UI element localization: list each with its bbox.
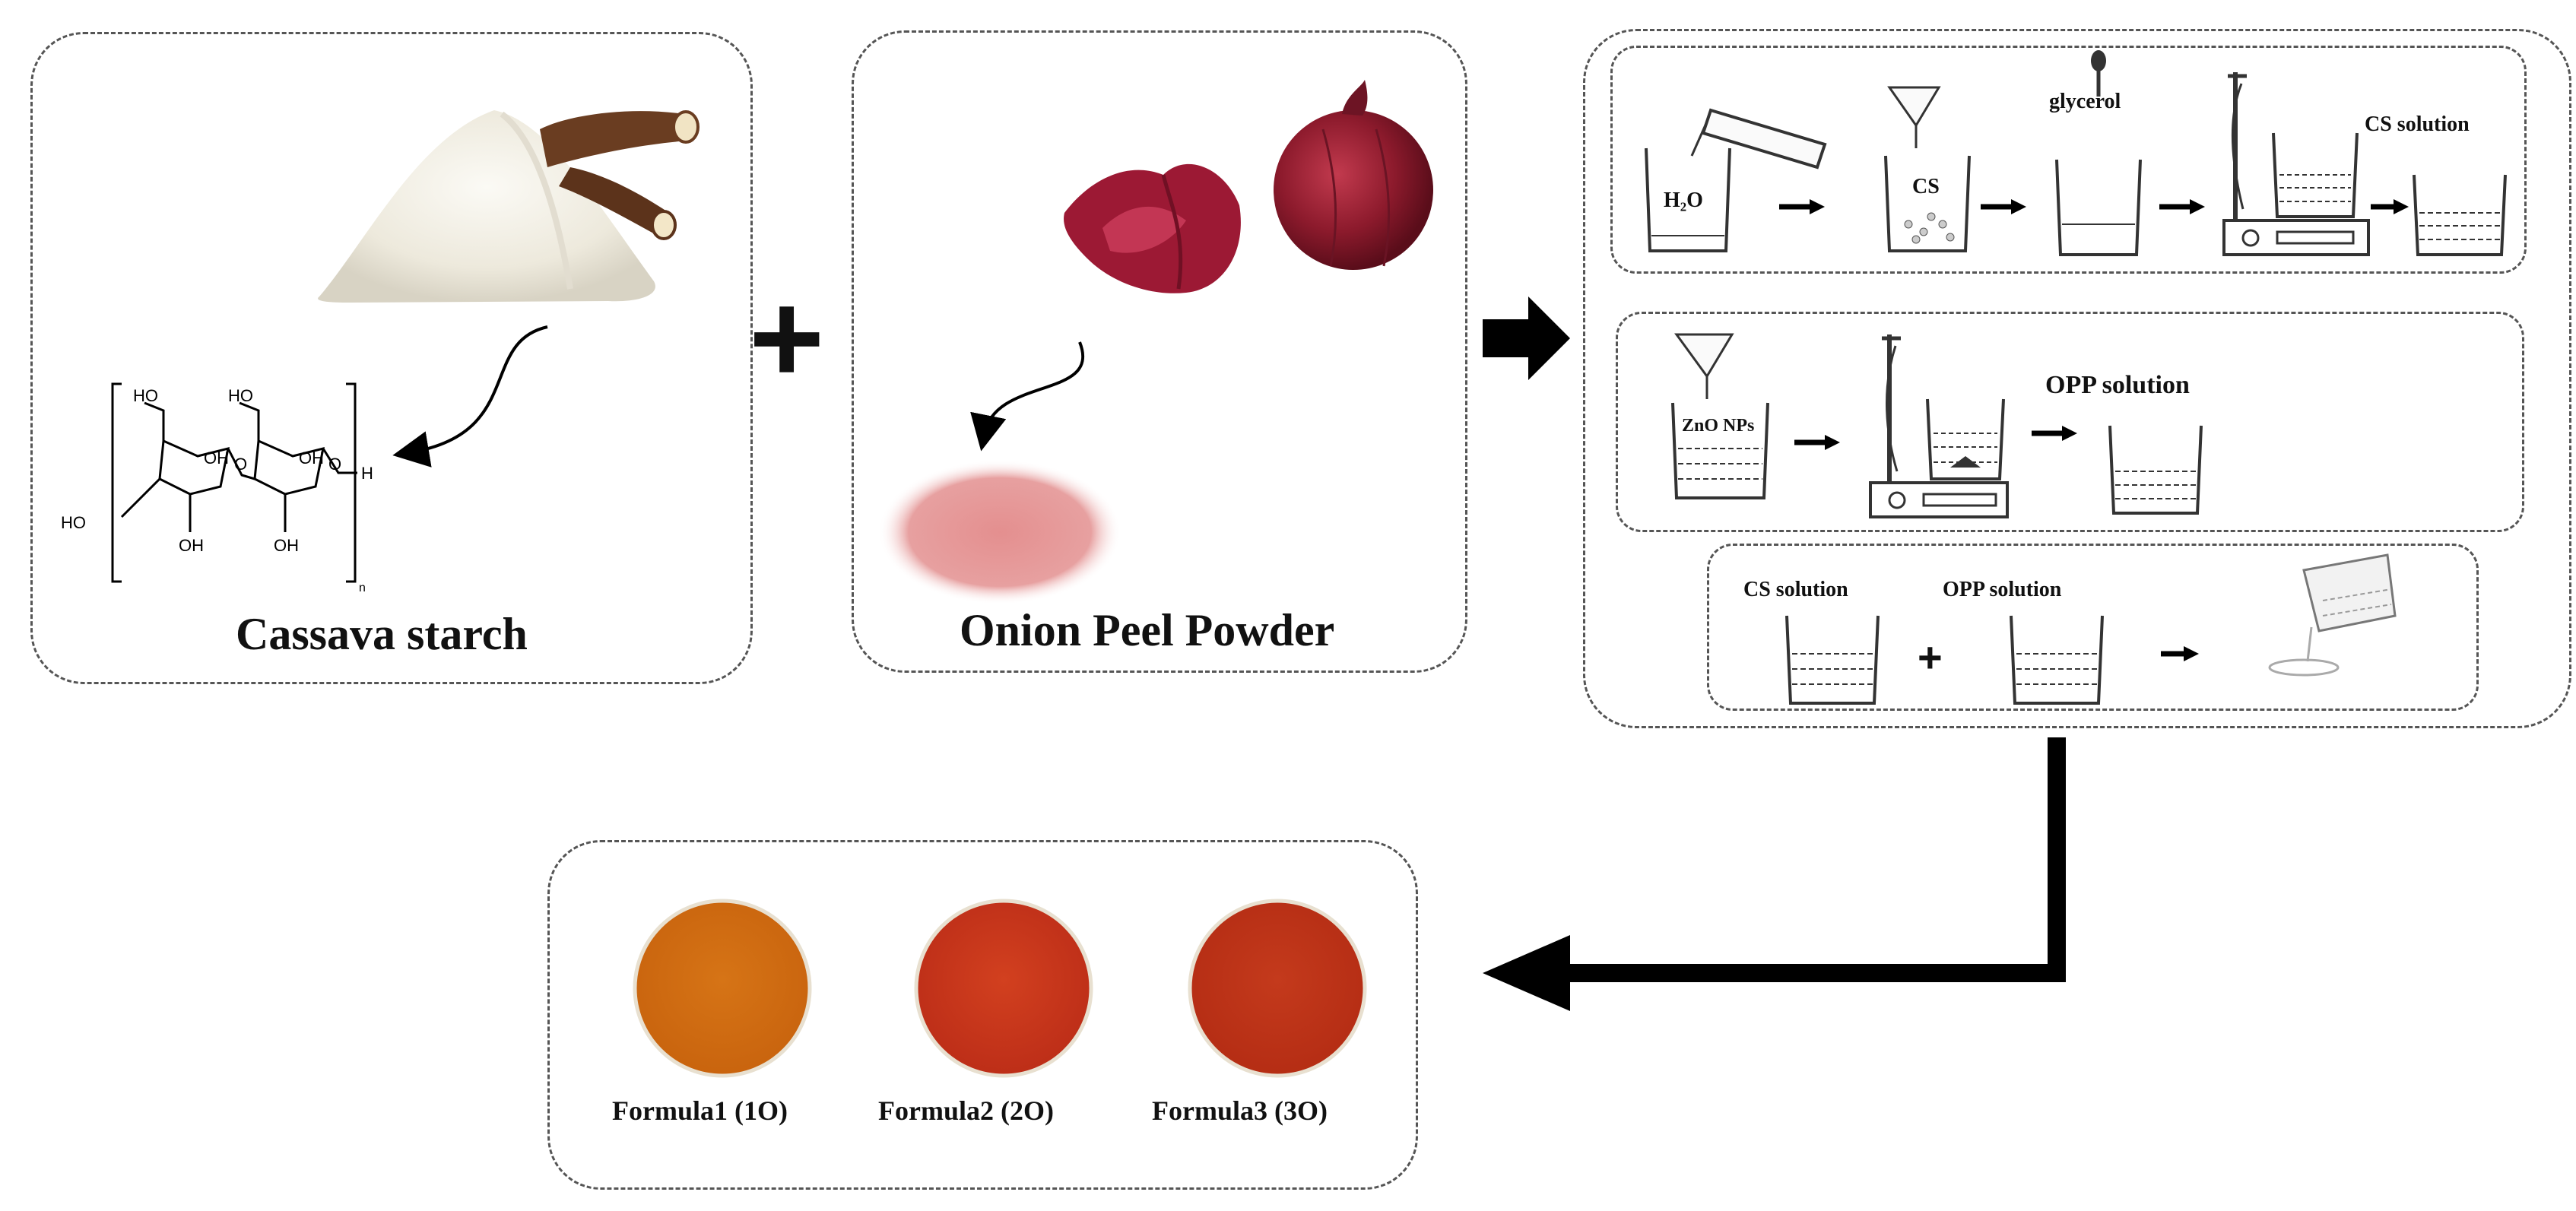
results-panel: [547, 840, 1418, 1190]
water-label: H₂O: [1664, 189, 1703, 212]
label-h: H: [361, 464, 373, 483]
label-ho-top-right: HO: [228, 386, 253, 405]
cassava-root-image: [540, 110, 700, 240]
formula2-label: Formula2 (2O): [878, 1095, 1054, 1126]
label-o-ring: O: [328, 455, 341, 474]
formula3-film: [1188, 899, 1367, 1078]
process-row-3: [1707, 544, 2479, 711]
onion-panel: [852, 30, 1467, 673]
right-arrow-to-process: [1483, 296, 1570, 380]
label-subscript-n: n: [359, 582, 366, 594]
label-oh-2: OH: [299, 449, 324, 468]
formula1-label: Formula1 (1O): [612, 1095, 788, 1126]
opp-solution-label-r2: OPP solution: [2045, 371, 2190, 399]
label-ho-left: HO: [61, 513, 86, 532]
stirrer-setup-2: [1869, 334, 2009, 518]
plus-sign: +: [749, 266, 825, 411]
beaker-glycerol: [2055, 159, 2142, 256]
onion-peel-powder-image: [878, 460, 1121, 604]
cs-label: CS: [1912, 175, 1940, 198]
dropper-glycerol: [2091, 50, 2106, 97]
curved-arrow-cassava: [392, 325, 548, 468]
stirrer-setup-1: [2222, 72, 2370, 256]
funnel-zno: [1674, 333, 1734, 399]
cs-solution-label-r3: CS solution: [1743, 578, 1848, 601]
label-oh-1: OH: [204, 449, 229, 468]
label-oh-4: OH: [274, 536, 299, 555]
arrow-to-results: [1483, 737, 2066, 1011]
beaker-cs-solution-r3: [1785, 615, 1880, 705]
cassava-panel: [30, 32, 753, 684]
label-oh-3: OH: [179, 536, 204, 555]
opp-solution-label-r3: OPP solution: [1943, 578, 2062, 601]
red-onion-image: [1274, 80, 1433, 270]
beaker-opp-solution-r3: [2010, 615, 2104, 705]
formula2-film: [914, 899, 1093, 1078]
funnel-cs: [1887, 86, 1941, 148]
plus-sign-row3: +: [1918, 633, 1943, 681]
label-o-link: O: [234, 455, 247, 474]
beaker-cs-solution-r1: [2413, 174, 2507, 256]
glycerol-label: glycerol: [2049, 90, 2121, 113]
arrow-r2-2: [2032, 426, 2077, 441]
arrow-r3-1: [2161, 646, 2199, 661]
cassava-starch-powder-image: [318, 110, 655, 303]
zno-label: ZnO NPs: [1682, 416, 1755, 436]
process-panel: [1583, 29, 2571, 728]
formula1-film: [633, 899, 812, 1078]
pouring-into-petri-dish: [2268, 553, 2397, 677]
beaker-zno: [1671, 402, 1769, 499]
arrow-r1-3: [2159, 199, 2205, 214]
curved-arrow-onion: [970, 341, 1085, 452]
starch-chemical-structure: HO HO OH OH O O H OH OH HO n: [61, 382, 373, 594]
label-ho-top-left: HO: [133, 386, 158, 405]
beaker-water: [1645, 147, 1731, 252]
process-row-1: [1610, 46, 2527, 274]
onion-peel-powder-title: Onion Peel Powder: [960, 605, 1335, 655]
arrow-r1-4: [2371, 199, 2409, 214]
cs-solution-label-r1: CS solution: [2365, 113, 2470, 136]
onion-peel-image: [1064, 163, 1241, 293]
arrow-r1-2: [1981, 199, 2026, 214]
pouring-tube: [1690, 108, 1827, 170]
process-row-2: [1616, 312, 2524, 532]
cassava-starch-title: Cassava starch: [236, 609, 528, 659]
beaker-cs: [1884, 155, 1971, 252]
formula3-label: Formula3 (3O): [1152, 1095, 1328, 1126]
arrow-r2-1: [1794, 435, 1840, 450]
arrow-r1-1: [1779, 199, 1825, 214]
beaker-opp-solution-r2: [2108, 425, 2203, 515]
